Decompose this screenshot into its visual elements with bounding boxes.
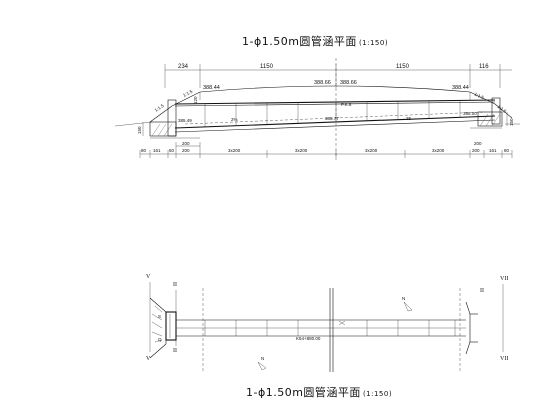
section-mark-5: VII: [500, 276, 508, 282]
pipe-plan: [176, 319, 466, 337]
bottom-row2-7: 3x200: [365, 148, 378, 153]
bottom-row2-9: 200: [472, 148, 480, 153]
plan-label-3: N: [261, 356, 264, 361]
embankment-slopes: 1:1.5 1:1.5 1:1.5 1:1.5: [149, 89, 513, 123]
culvert-body: [174, 99, 496, 133]
section-mark-3: II: [173, 282, 177, 288]
slope-label-2: 1:1.5: [154, 103, 165, 113]
right-headwall: [470, 97, 503, 129]
elevation-title-text: 1-ϕ1.50m圆管涵平面: [242, 35, 357, 48]
level-centre-right: 388.66: [340, 80, 357, 86]
section-mark-1: V: [146, 274, 151, 280]
section-mark-6: VII: [500, 356, 508, 362]
level-centre-left: 388.66: [314, 80, 331, 86]
section-mark-2: V: [146, 356, 151, 362]
road-surface: [199, 85, 471, 93]
plan-scale: (1:150): [362, 390, 393, 398]
plan-label-2: Q: [158, 337, 162, 342]
level-right: 388.44: [452, 85, 469, 91]
plan-title-text: 1-ϕ1.50m圆管涵平面: [246, 386, 361, 399]
station-label: K54+880.00: [296, 336, 321, 341]
section-mark-4: II: [173, 348, 177, 354]
left-inlet: [149, 297, 177, 359]
bottom-row2-8: 3x200: [432, 148, 445, 153]
inner-left-level: 385.49: [178, 118, 192, 123]
arrow-symbol-2: [403, 301, 413, 312]
top-dim-4: 116: [479, 64, 489, 70]
bottom-row2-6: 3x200: [295, 148, 308, 153]
elevation-title: 1-ϕ1.50m圆管涵平面(1:150): [242, 33, 388, 49]
plan-view: V V II II VII VII II: [146, 274, 508, 372]
pipe-label: 25: [406, 116, 412, 121]
section-mark-7: II: [480, 288, 484, 294]
plan-label-1: S: [158, 314, 161, 319]
side-dim-right: 150: [509, 118, 514, 126]
left-headwall: [149, 99, 200, 139]
top-dim-1: 234: [178, 64, 189, 70]
bottom-row2-10: 161: [489, 148, 497, 153]
bottom-row1-a: 200: [182, 141, 190, 146]
bottom-row1-b: 200: [474, 141, 482, 146]
bottom-row2-4: 200: [182, 148, 190, 153]
arrow-symbol-1: [257, 361, 267, 371]
marker-label: P.K.8: [341, 102, 352, 107]
bottom-row2-11: 80: [504, 148, 510, 153]
bottom-row2-3: 50: [169, 148, 175, 153]
elevation-view: 234 1150 1150 116 388.44 388.66 388.66 3…: [114, 58, 520, 160]
left-vertical-dim: 120: [193, 96, 198, 104]
slope-label-4: 1:1.5: [496, 104, 507, 114]
top-dim-3: 1150: [396, 64, 410, 70]
slope-label-3: 1:1.5: [474, 91, 486, 100]
slope-label-1: 1:1.5: [182, 89, 194, 98]
right-outlet: [465, 301, 478, 355]
elevation-scale: (1:150): [358, 39, 389, 47]
side-dim-left: 150: [137, 126, 142, 134]
ground-line-left: [114, 121, 153, 127]
top-dimension-line: 234 1150 1150 116: [164, 64, 512, 88]
bottom-row2-5: 3x200: [228, 148, 241, 153]
cross-symbol: [338, 320, 346, 326]
inner-mid-level: 385.77: [325, 116, 339, 121]
plan-title: 1-ϕ1.50m圆管涵平面(1:150): [246, 384, 392, 400]
bottom-row2-2: 161: [153, 148, 161, 153]
inner-right-level: 386.00: [463, 111, 477, 116]
bottom-dimensions: 200 200 80 161 50 200 3x200 3x200 3x200 …: [139, 141, 513, 158]
top-dim-2: 1150: [260, 64, 274, 70]
slope-percent: 2%: [231, 117, 238, 122]
bottom-row2-1: 80: [141, 148, 147, 153]
level-left: 388.44: [203, 85, 220, 91]
plan-label-4: N: [402, 296, 405, 301]
